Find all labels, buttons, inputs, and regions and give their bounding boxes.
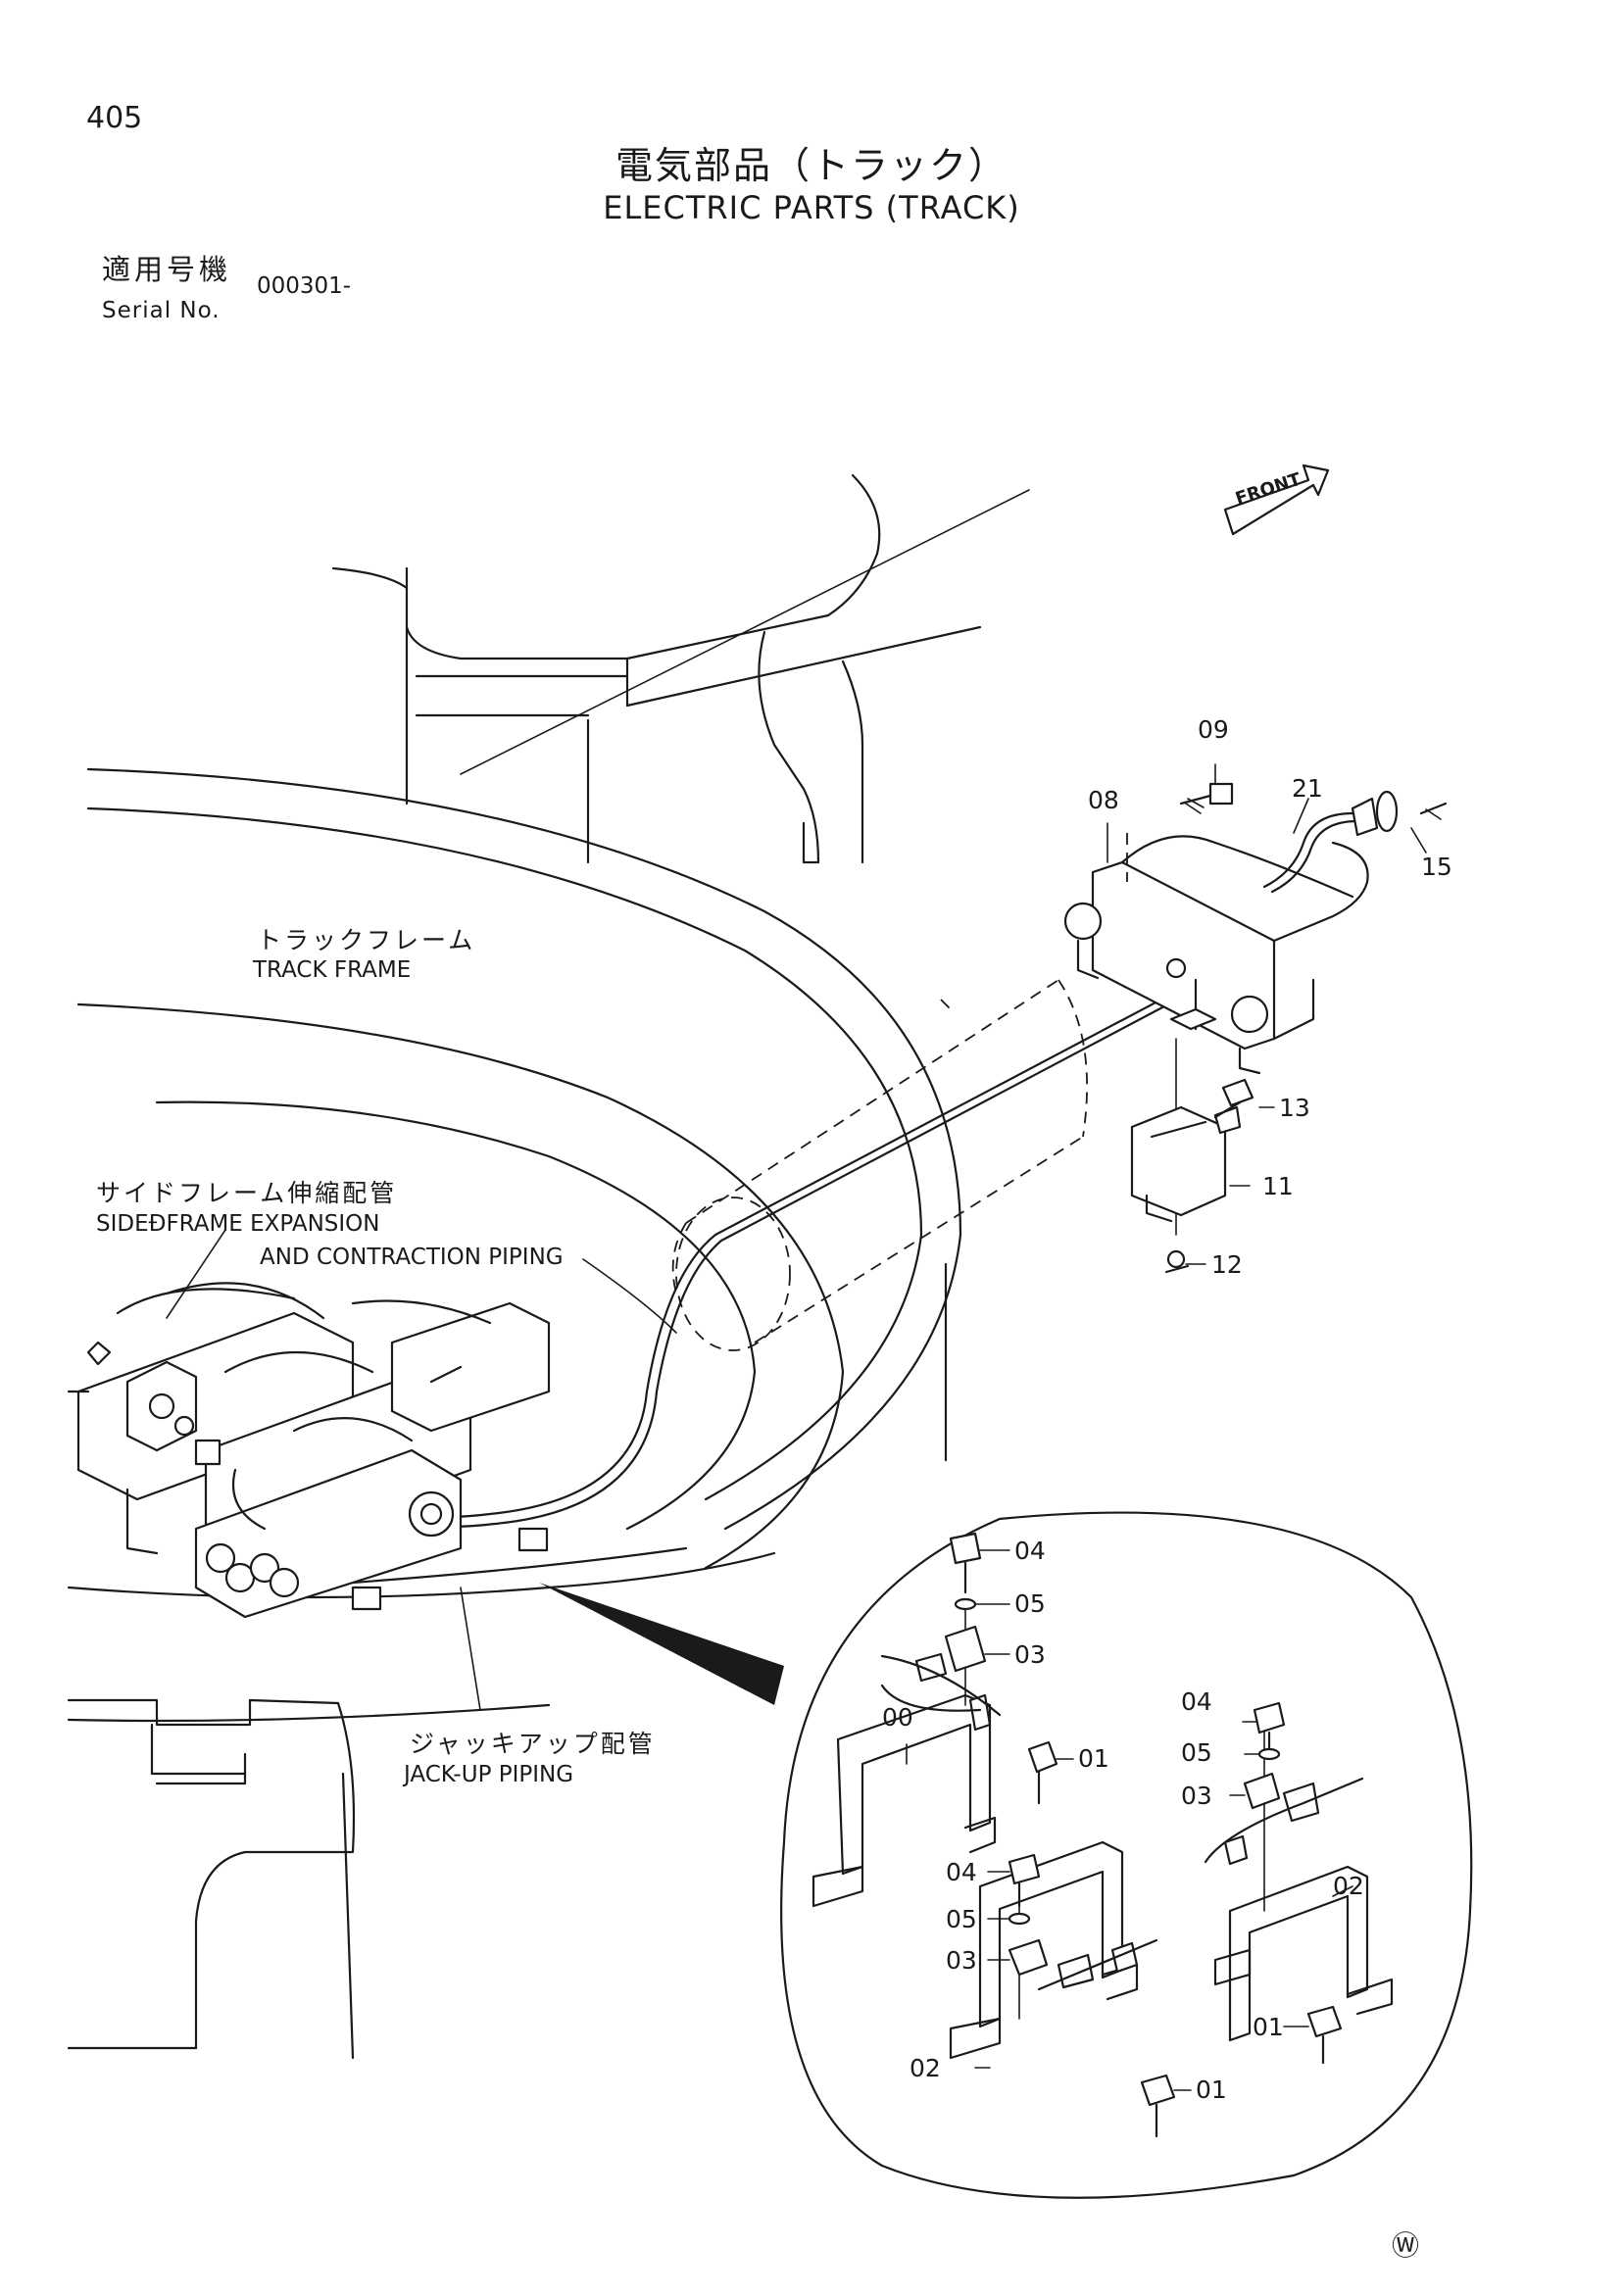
side-frame-label-en-1: SIDEÐFRAME EXPANSION bbox=[96, 1211, 380, 1237]
detail-inset-frame bbox=[539, 1511, 1473, 2199]
jackup-label-en: JACK-UP PIPING bbox=[404, 1762, 574, 1787]
dashed-cylinder bbox=[671, 979, 1088, 1351]
w-mark: Ⓦ bbox=[1392, 2229, 1420, 2262]
detail-callout-04-a: 04 bbox=[1014, 1537, 1046, 1565]
side-frame-label-jp: サイドフレーム伸縮配管 bbox=[96, 1179, 398, 1207]
detail-callout-05-a: 05 bbox=[1014, 1589, 1046, 1618]
page-title-jp: 電気部品（トラック） bbox=[615, 144, 1008, 187]
lower-frame bbox=[67, 1698, 356, 2060]
clip-assembly bbox=[1130, 1078, 1254, 1274]
callout-12: 12 bbox=[1211, 1250, 1243, 1279]
page-title-en: ELECTRIC PARTS (TRACK) bbox=[603, 189, 1020, 226]
detail-callout-01-a: 01 bbox=[1078, 1744, 1109, 1773]
serial-number: 000301- bbox=[257, 273, 352, 299]
detail-callout-04-b: 04 bbox=[1181, 1687, 1212, 1716]
detail-callout-05-b: 05 bbox=[1181, 1738, 1212, 1767]
callout-21: 21 bbox=[1292, 774, 1323, 803]
callout-11: 11 bbox=[1262, 1172, 1294, 1200]
detail-callout-02-b: 02 bbox=[910, 2054, 941, 2082]
detail-callout-03-c: 03 bbox=[946, 1946, 977, 1975]
front-arrow bbox=[1223, 464, 1330, 536]
detail-hardware bbox=[880, 1532, 1364, 2138]
callout-09: 09 bbox=[1198, 715, 1229, 744]
jackup-label-jp: ジャッキアップ配管 bbox=[410, 1730, 656, 1758]
detail-callout-01-c: 01 bbox=[1196, 2076, 1227, 2104]
serial-label-jp: 適用号機 bbox=[102, 253, 232, 286]
callout-13: 13 bbox=[1279, 1094, 1310, 1122]
detail-callout-03-a: 03 bbox=[1014, 1640, 1046, 1669]
callout-15: 15 bbox=[1421, 853, 1452, 881]
bracket-assembly bbox=[1063, 782, 1448, 1236]
detail-callout-03-b: 03 bbox=[1181, 1782, 1212, 1810]
page-number: 405 bbox=[86, 101, 143, 135]
detail-callout-05-c: 05 bbox=[946, 1905, 977, 1933]
detail-callout-00: 00 bbox=[882, 1703, 913, 1732]
leader-lines bbox=[166, 763, 1427, 2091]
detail-brackets bbox=[812, 1601, 1394, 2060]
track-frame-label-jp: トラックフレーム bbox=[257, 926, 476, 954]
serial-label-en: Serial No. bbox=[102, 298, 221, 323]
valve-block-assembly bbox=[67, 1282, 551, 1619]
side-frame-label-en-2: AND CONTRACTION PIPING bbox=[260, 1245, 564, 1270]
detail-callout-01-b: 01 bbox=[1253, 2013, 1284, 2041]
callout-08: 08 bbox=[1088, 786, 1119, 814]
detail-callout-02-a: 02 bbox=[1333, 1872, 1364, 1900]
detail-callout-04-c: 04 bbox=[946, 1858, 977, 1886]
upper-structure bbox=[331, 473, 1030, 864]
track-frame-outline bbox=[67, 767, 962, 1723]
track-frame-label-en: TRACK FRAME bbox=[253, 957, 412, 983]
